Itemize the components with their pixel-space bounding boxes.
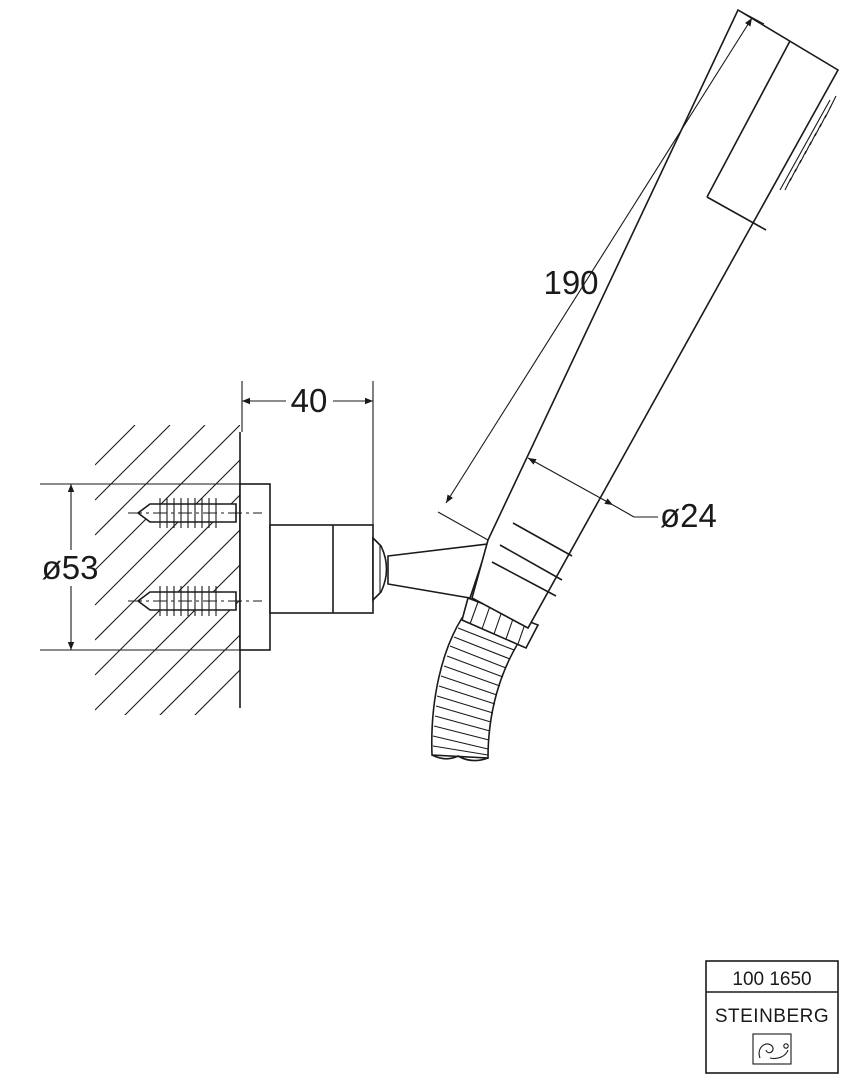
fixing-anchor-lower	[128, 586, 262, 616]
holder-body	[269, 524, 374, 614]
article-number: 100 1650	[732, 969, 811, 990]
dimension-length-label: 190	[543, 264, 598, 301]
brand-name: STEINBERG	[715, 1006, 829, 1027]
dimension-length	[437, 9, 765, 541]
hand-shower	[471, 8, 840, 630]
hand-shower-symbol-icon	[752, 1033, 792, 1065]
spray-nozzles	[779, 95, 837, 191]
wall-flange	[239, 483, 271, 651]
dimension-depth-label: 40	[291, 382, 328, 419]
title-block: 100 1650 STEINBERG	[705, 960, 839, 1074]
shower-hose	[430, 617, 522, 762]
dimension-handle-diameter	[527, 457, 658, 518]
dimension-handle-diameter-label: ø24	[660, 497, 717, 534]
dimension-depth	[241, 381, 374, 525]
dimension-flange-diameter-label: ø53	[42, 549, 99, 586]
dimension-flange-diameter	[40, 483, 240, 651]
holder-arm	[387, 543, 490, 599]
fixing-anchor-upper	[128, 498, 262, 528]
wall-hatching	[95, 425, 240, 715]
